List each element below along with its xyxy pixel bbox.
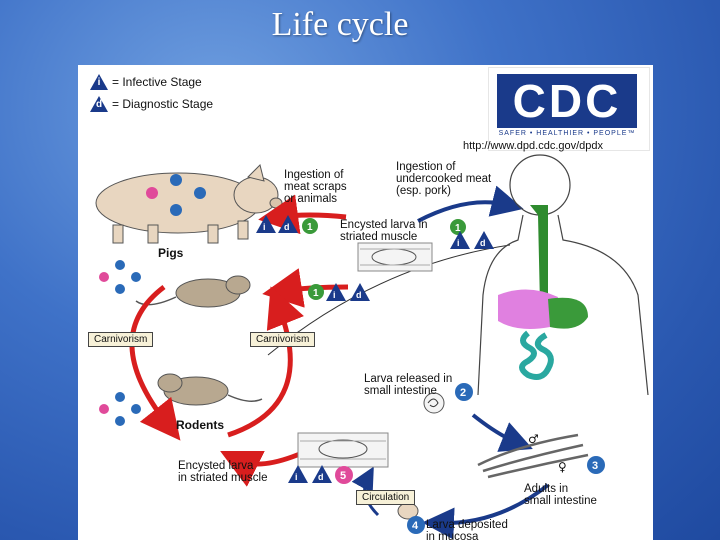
svg-text:5: 5 — [340, 470, 346, 482]
label-pigs: Pigs — [158, 246, 184, 260]
svg-text:d: d — [480, 238, 486, 248]
rodent-stage-cycle — [99, 392, 141, 426]
larva-coil — [423, 392, 445, 414]
label-larva-released: Larva released in small intestine — [364, 373, 453, 397]
slide-title: Life cycle — [271, 6, 409, 43]
rat-stage-cycle — [99, 260, 141, 294]
label-circulation: Circulation — [356, 490, 416, 505]
legend-diagnostic-text: = Diagnostic Stage — [112, 97, 214, 111]
cdc-logo: CDC SAFER • HEALTHIER • PEOPLE™ — [488, 67, 650, 151]
encysted-muscle-top — [357, 242, 433, 272]
badge-stage-1-rat: 1 i d — [308, 283, 370, 301]
adult-worms: ♂ ♀ — [477, 432, 589, 479]
svg-text:1: 1 — [455, 223, 461, 234]
svg-text:d: d — [284, 222, 290, 232]
badge-stage-1-human: 1 i d — [450, 219, 494, 249]
label-ingestion-pork: Ingestion of undercooked meat (esp. pork… — [396, 161, 492, 197]
badge-stage-3: 3 — [587, 456, 605, 474]
stage-badges: i d 1 1 i d 1 i d 2 3 — [256, 215, 605, 534]
badge-stage-2: 2 — [455, 383, 473, 401]
svg-text:d: d — [356, 290, 362, 300]
label-encysted-bottom: Encysted larva in striated muscle — [178, 460, 268, 484]
life-cycle-diagram: ♂ ♀ i = Infective Stage — [78, 65, 653, 540]
svg-text:3: 3 — [592, 460, 598, 472]
cdc-logo-text: CDC — [497, 74, 637, 128]
label-encysted-top: Encysted larva in striated muscle — [340, 219, 428, 243]
label-larva-deposited: Larva deposited in mucosa — [426, 519, 508, 540]
label-adults: Adults in small intestine — [524, 483, 597, 507]
svg-text:i: i — [295, 472, 298, 482]
svg-text:♂: ♂ — [528, 432, 539, 446]
legend: i = Infective Stage d = Diagnostic Stage — [90, 71, 213, 115]
legend-infective-text: = Infective Stage — [112, 75, 202, 89]
label-rodents: Rodents — [176, 418, 224, 432]
svg-text:i: i — [333, 290, 336, 300]
cdc-tagline: SAFER • HEALTHIER • PEOPLE™ — [498, 130, 636, 137]
svg-text:i: i — [457, 238, 460, 248]
svg-text:i: i — [263, 222, 266, 232]
svg-text:1: 1 — [313, 288, 319, 299]
label-ingestion-scraps: Ingestion of meat scraps or animals — [284, 169, 347, 205]
svg-text:4: 4 — [412, 520, 419, 532]
legend-diagnostic: d = Diagnostic Stage — [90, 93, 213, 115]
rat-illustration — [135, 275, 251, 308]
svg-text:2: 2 — [460, 387, 466, 399]
diagnostic-triangle-icon: d — [90, 96, 108, 112]
badge-stage-1-top: i d 1 — [256, 215, 318, 234]
human-figure — [477, 154, 649, 396]
pig-stage-cycle — [146, 174, 206, 216]
badge-stage-5: i d 5 — [288, 465, 353, 484]
badge-stage-4: 4 — [407, 516, 425, 534]
source-url[interactable]: http://www.dpd.cdc.gov/dpdx — [463, 140, 604, 152]
svg-text:♀: ♀ — [558, 460, 567, 474]
infective-triangle-icon: i — [90, 74, 108, 90]
encysted-muscle-bottom — [297, 432, 389, 468]
label-carnivorism-left: Carnivorism — [88, 332, 154, 347]
diagram-artwork: ♂ ♀ — [95, 154, 649, 540]
svg-text:d: d — [318, 472, 324, 482]
svg-text:1: 1 — [307, 222, 313, 233]
label-carnivorism-right: Carnivorism — [250, 332, 316, 347]
legend-infective: i = Infective Stage — [90, 71, 213, 93]
